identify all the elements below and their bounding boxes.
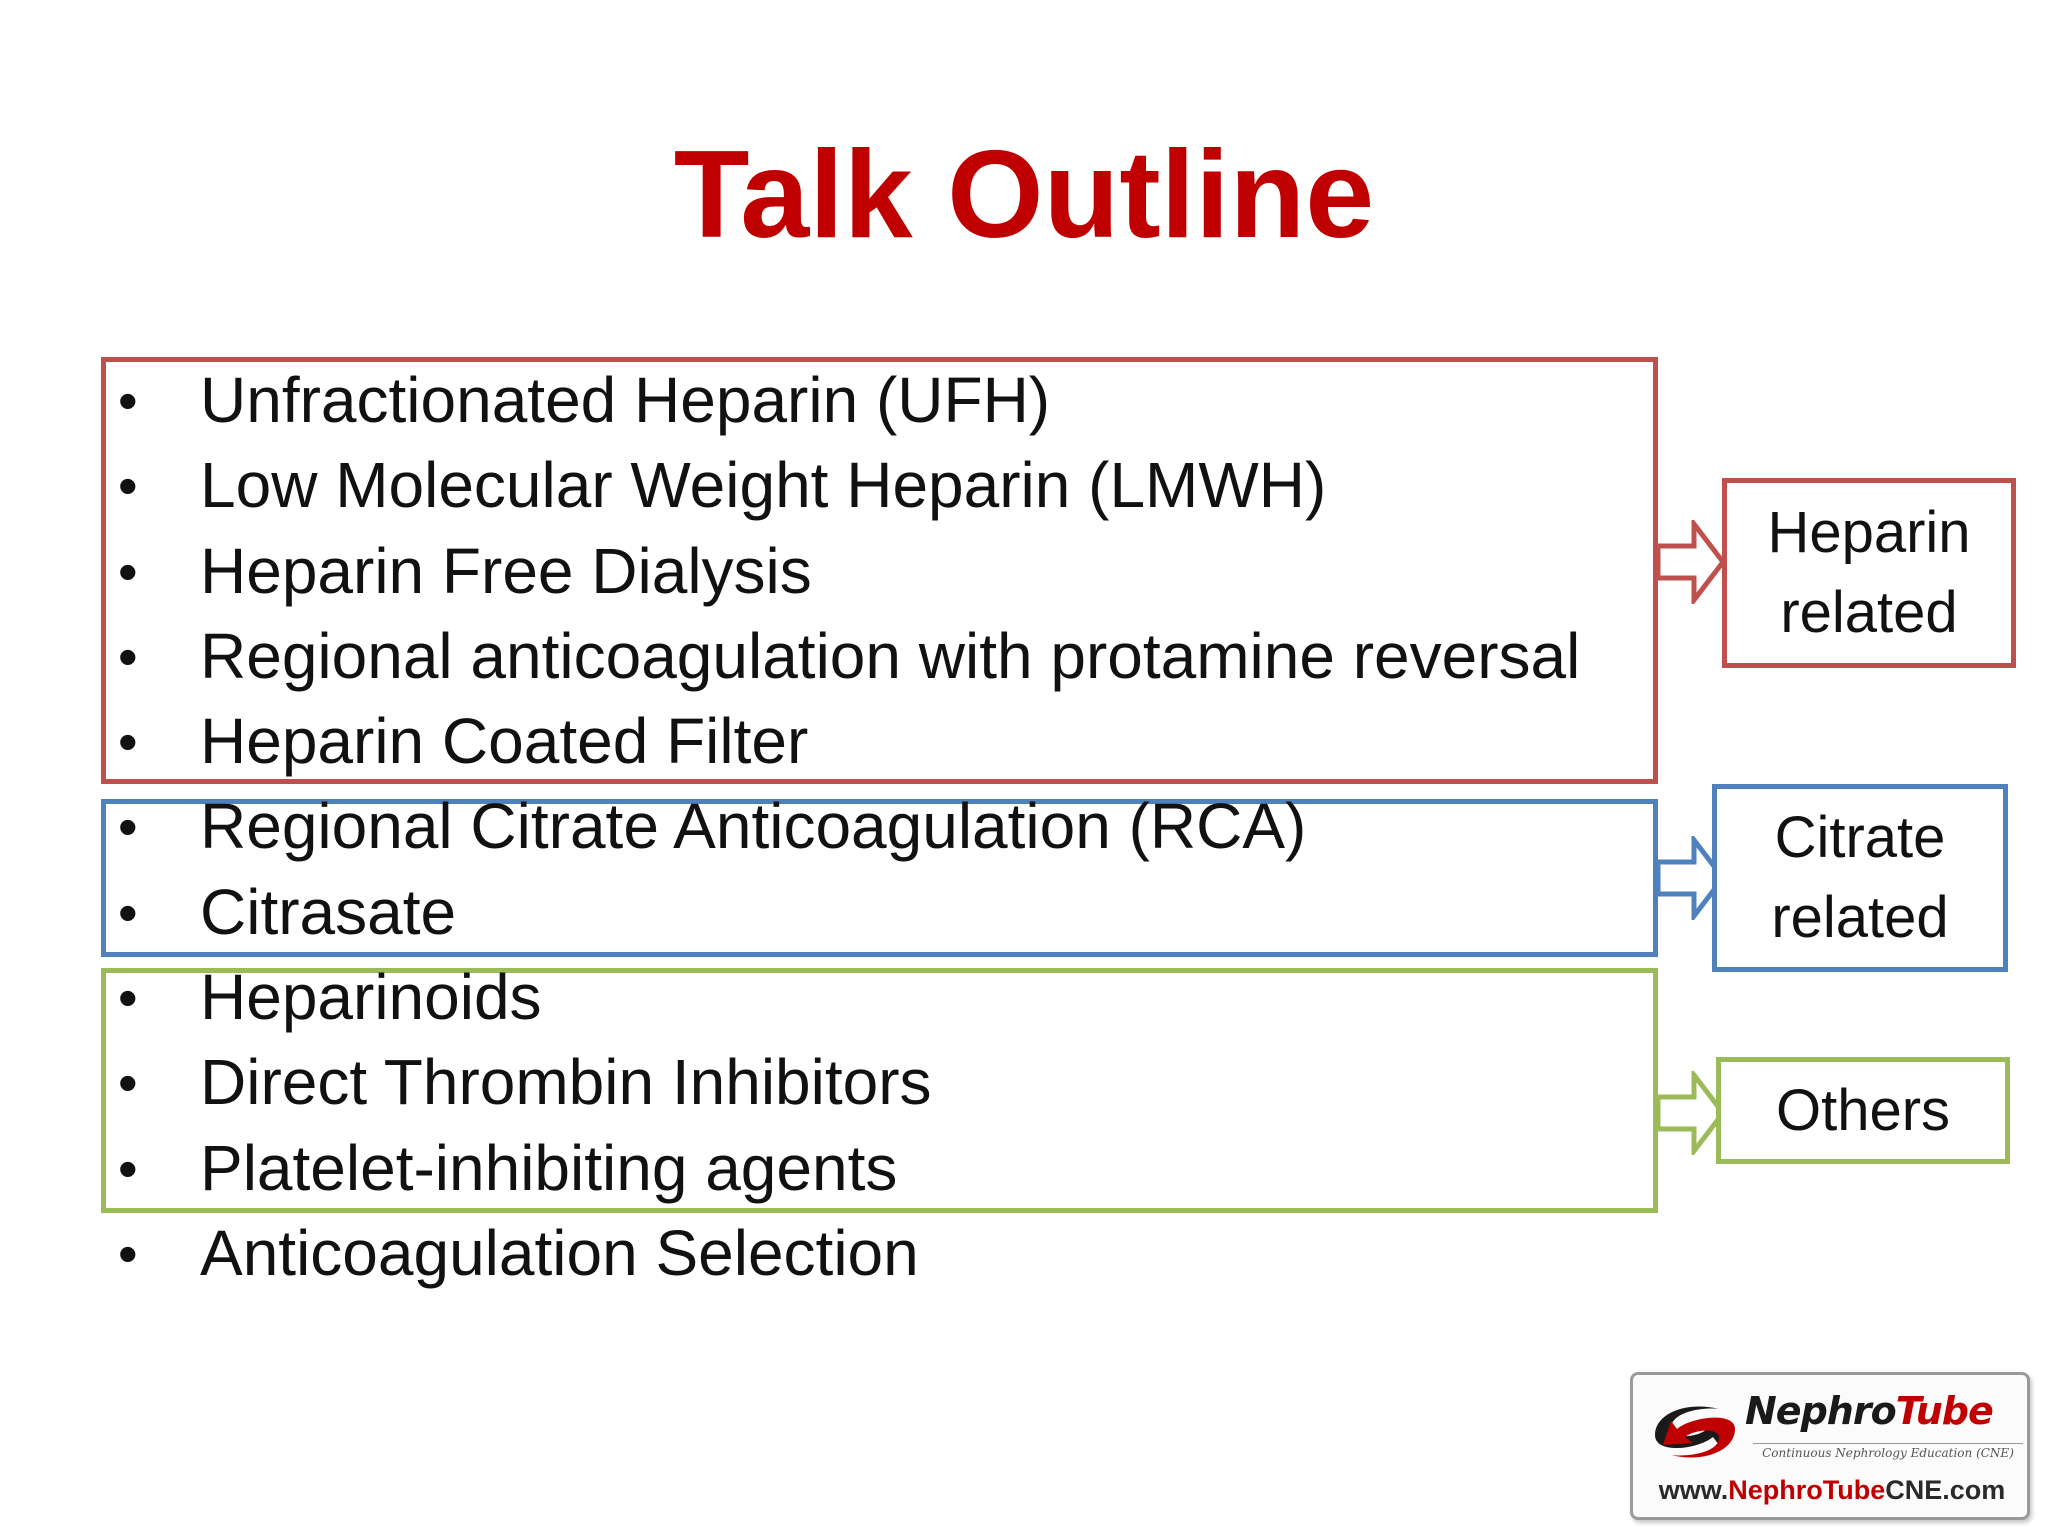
outline-item: •Anticoagulation Selection (0, 1211, 1700, 1296)
outline-item: •Heparin Coated Filter (0, 699, 1700, 784)
others-arrow-icon (1656, 1071, 1726, 1155)
citrate-related-label: Citrate related (1712, 784, 2008, 972)
bullet-dot: • (118, 624, 138, 688)
nephrotube-logo: NephroTube Continuous Nephrology Educati… (1630, 1372, 2030, 1520)
outline-item: •Regional Citrate Anticoagulation (RCA) (0, 784, 1700, 869)
others-label: Others (1716, 1057, 2010, 1164)
heparin-related-label: Heparin related (1722, 478, 2016, 668)
logo-url: www.NephroTubeCNE.com (1658, 1475, 2006, 1505)
bullet-dot: • (118, 1136, 138, 1200)
bullet-dot: • (118, 369, 138, 432)
bullet-dot: • (118, 539, 138, 603)
bullet-dot: • (118, 710, 138, 774)
logo-brand: NephroTube (1745, 1389, 1994, 1433)
bullet-dot: • (118, 1221, 138, 1285)
outline-item: •Platelet-inhibiting agents (0, 1126, 1700, 1211)
swirl-logo-icon (1655, 1406, 1735, 1458)
bullet-dot: • (118, 454, 138, 518)
outline-item: •Direct Thrombin Inhibitors (0, 1040, 1700, 1125)
bullet-dot: • (118, 880, 138, 944)
logo-tagline: Continuous Nephrology Education (CNE) (1753, 1443, 2023, 1460)
bullet-dot: • (118, 795, 138, 859)
outline-item: •Low Molecular Weight Heparin (LMWH) (0, 443, 1700, 528)
slide-title: Talk Outline (673, 126, 1375, 264)
outline-item: •Regional anticoagulation with protamine… (0, 614, 1700, 699)
outline-item: •Heparin Free Dialysis (0, 529, 1700, 614)
outline-list: •Unfractionated Heparin (UFH) •Low Molec… (0, 358, 1700, 1296)
bullet-dot: • (118, 1051, 138, 1115)
outline-item: •Unfractionated Heparin (UFH) (0, 358, 1700, 443)
outline-item: •Citrasate (0, 870, 1700, 955)
outline-item: •Heparinoids (0, 955, 1700, 1040)
others-group-box (101, 968, 1658, 1213)
bullet-dot: • (118, 966, 138, 1030)
citrate-arrow-icon (1656, 836, 1726, 920)
heparin-arrow-icon (1656, 520, 1726, 604)
